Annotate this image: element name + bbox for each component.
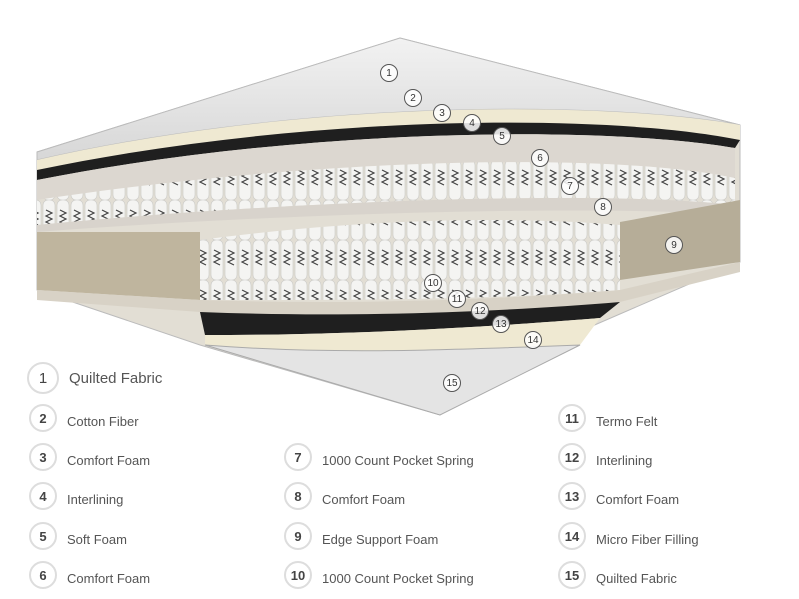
legend-number: 1 [27,362,59,394]
legend-item: 6 Comfort Foam [29,561,150,589]
legend-number: 11 [558,404,586,432]
callout-2: 2 [404,89,422,107]
legend-label: Termo Felt [596,414,658,429]
legend-label: 1000 Count Pocket Spring [322,571,474,586]
legend-label: Quilted Fabric [69,370,163,387]
callout-12: 12 [471,302,489,320]
legend-number: 15 [558,561,586,589]
legend-number: 14 [558,522,586,550]
callout-1: 1 [380,64,398,82]
legend-label: Cotton Fiber [67,414,139,429]
legend-item: 2 Cotton Fiber [29,404,139,432]
callout-9: 9 [665,236,683,254]
legend-label: Interlining [596,453,653,468]
legend-number: 5 [29,522,57,550]
callout-5: 5 [493,127,511,145]
legend-number: 13 [558,482,586,510]
legend-label: Comfort Foam [596,492,680,507]
legend-label: 1000 Count Pocket Spring [322,453,474,468]
callout-13: 13 [492,315,510,333]
callout-7: 7 [561,177,579,195]
legend-label: Edge Support Foam [322,532,439,547]
legend-number: 4 [29,482,57,510]
legend-number: 3 [29,443,57,471]
legend-label: Comfort Foam [322,492,406,507]
legend-item: 14 Micro Fiber Filling [558,522,699,550]
legend-number: 10 [284,561,312,589]
legend-number: 7 [284,443,312,471]
legend-item: 9 Edge Support Foam [284,522,438,550]
legend-item: 13 Comfort Foam [558,482,679,510]
callout-11: 11 [448,290,466,308]
callout-6: 6 [531,149,549,167]
legend-item: 15 Quilted Fabric [558,561,677,589]
legend-item: 1 Quilted Fabric [27,362,162,394]
legend-item: 8 Comfort Foam [284,482,405,510]
callout-15: 15 [443,374,461,392]
legend-label: Comfort Foam [67,453,151,468]
legend-number: 6 [29,561,57,589]
callout-10: 10 [424,274,442,292]
legend-item: 10 1000 Count Pocket Spring [284,561,474,589]
callout-14: 14 [524,331,542,349]
legend-label: Quilted Fabric [596,571,677,586]
callout-3: 3 [433,104,451,122]
legend-item: 5 Soft Foam [29,522,127,550]
legend-number: 9 [284,522,312,550]
legend-label: Interlining [67,492,124,507]
callout-4: 4 [463,114,481,132]
callout-8: 8 [594,198,612,216]
legend-number: 8 [284,482,312,510]
legend-item: 7 1000 Count Pocket Spring [284,443,474,471]
legend-item: 11 Termo Felt [558,404,657,432]
legend-number: 12 [558,443,586,471]
legend-item: 3 Comfort Foam [29,443,150,471]
legend-number: 2 [29,404,57,432]
legend-label: Comfort Foam [67,571,151,586]
legend-item: 12 Interlining [558,443,652,471]
legend-label: Soft Foam [67,532,127,547]
legend-label: Micro Fiber Filling [596,532,699,547]
legend-item: 4 Interlining [29,482,123,510]
